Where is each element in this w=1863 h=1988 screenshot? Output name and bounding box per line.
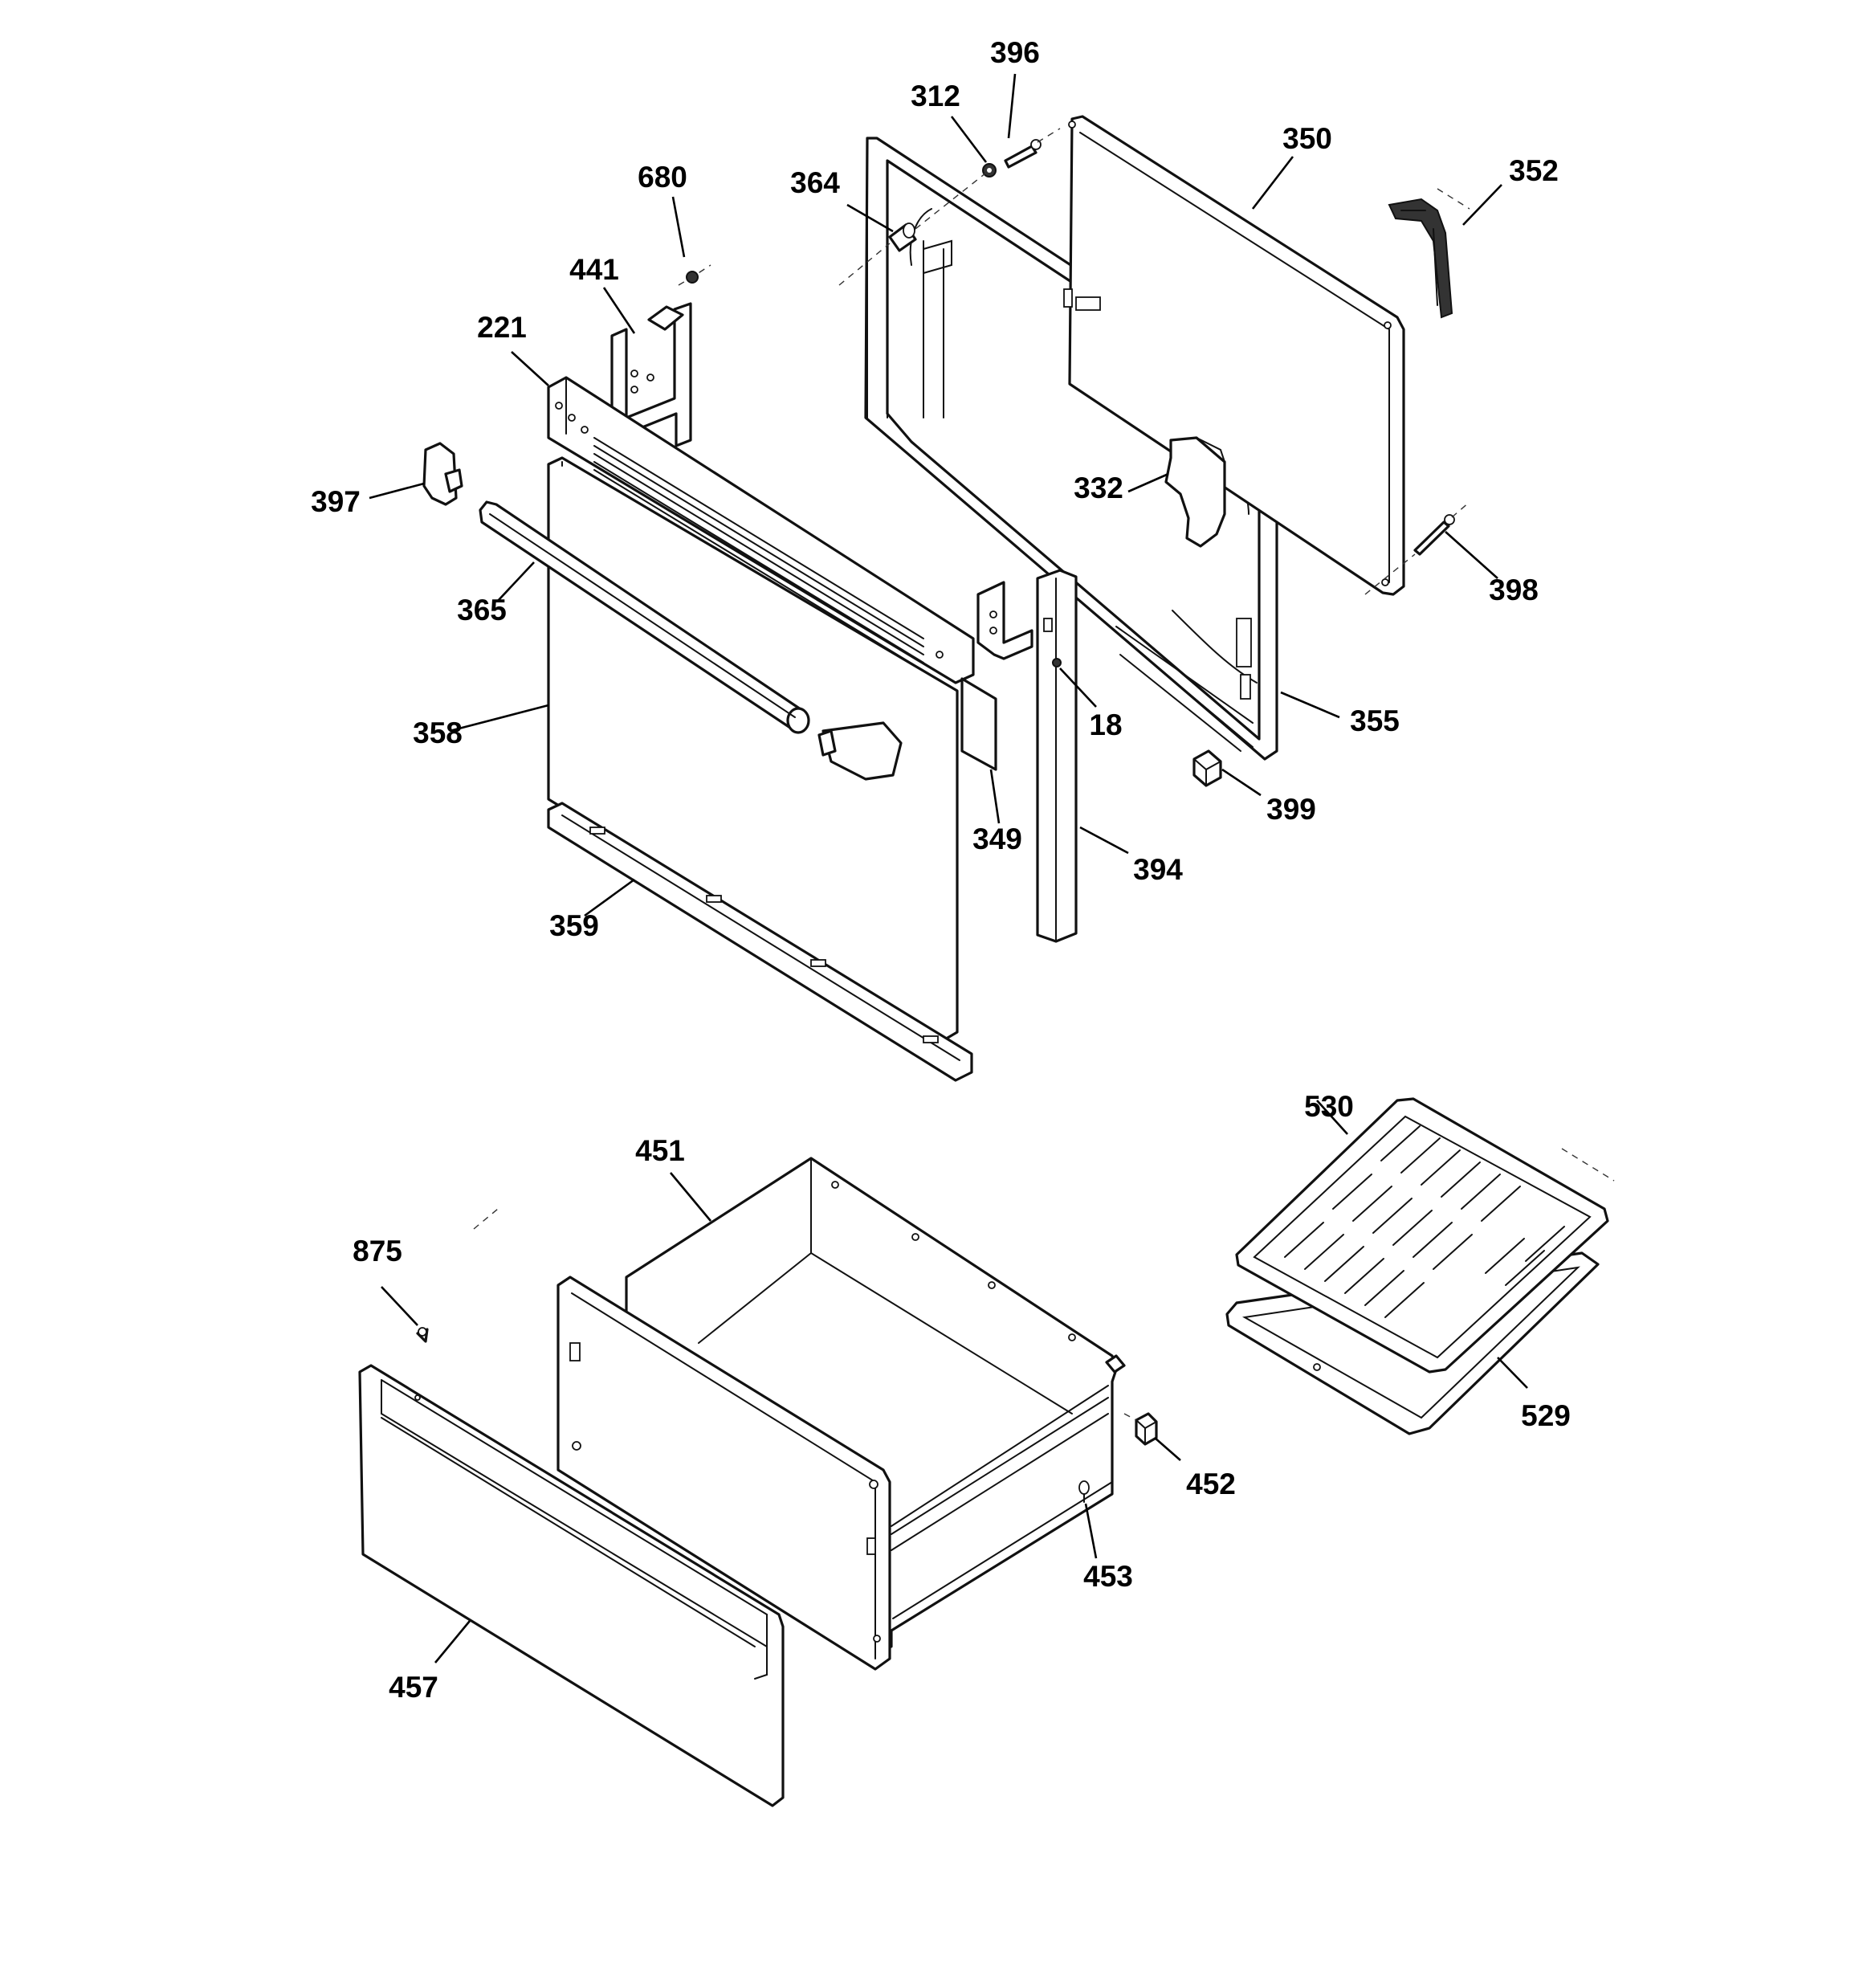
assembly-dash-lines-upper [678, 128, 1470, 595]
callout-221: 221 [477, 311, 527, 344]
bracket-397 [422, 442, 463, 506]
callout-355: 355 [1350, 704, 1400, 737]
assembly-dash-lines-lower [473, 1148, 1615, 1421]
outer-door-panel-358 [547, 456, 959, 1042]
callout-312: 312 [911, 80, 960, 112]
drawer-front-frame [556, 1276, 891, 1671]
bushing-364 [888, 222, 917, 252]
side-channel-394 [1036, 569, 1078, 943]
callout-365: 365 [457, 594, 507, 627]
callout-398: 398 [1489, 574, 1539, 606]
screw-453 [1078, 1480, 1090, 1503]
door-gasket-352 [1388, 198, 1453, 319]
callout-364: 364 [790, 166, 840, 199]
callout-397: 397 [311, 485, 361, 518]
callout-453: 453 [1083, 1560, 1133, 1593]
callout-358: 358 [413, 716, 463, 749]
callout-359: 359 [549, 909, 599, 942]
plate-349 [960, 677, 997, 771]
leader-lines [369, 73, 1528, 1663]
bottom-trim-359 [547, 802, 973, 1082]
door-glass-350 [1063, 115, 1405, 596]
drawer-front-panel-457 [358, 1364, 785, 1807]
door-handle-365 [479, 500, 810, 734]
screw-875 [416, 1327, 429, 1343]
callout-labels: 396 312 350 352 364 680 441 221 397 332 … [311, 36, 1571, 1704]
callout-452: 452 [1186, 1468, 1236, 1500]
callout-399: 399 [1266, 793, 1316, 826]
callout-530: 530 [1304, 1090, 1354, 1123]
callout-875: 875 [353, 1235, 402, 1268]
callout-396: 396 [990, 36, 1040, 69]
callout-349: 349 [972, 823, 1022, 855]
inner-door-frame-355 [864, 137, 1278, 761]
callout-350: 350 [1282, 122, 1332, 155]
clip-399 [1192, 749, 1222, 787]
washer-312 [982, 163, 997, 178]
callout-394: 394 [1133, 853, 1183, 886]
callout-441: 441 [569, 253, 619, 286]
clip-452 [1135, 1412, 1158, 1446]
callout-457: 457 [389, 1671, 438, 1704]
broiler-grid-slots [1284, 1125, 1565, 1318]
screw-18 [1052, 658, 1062, 667]
callout-18: 18 [1089, 708, 1122, 741]
callout-680: 680 [638, 161, 687, 194]
callout-529: 529 [1521, 1399, 1571, 1432]
callout-332: 332 [1074, 471, 1123, 504]
hinge-bracket [976, 581, 1033, 660]
door-cavity-lines [866, 224, 1254, 752]
callout-352: 352 [1509, 154, 1559, 187]
callout-451: 451 [635, 1134, 685, 1167]
screw-398 [1413, 514, 1455, 556]
broiler-grid-530 [1235, 1097, 1609, 1374]
insulation-332 [1164, 436, 1226, 548]
screw-396 [1004, 139, 1042, 169]
